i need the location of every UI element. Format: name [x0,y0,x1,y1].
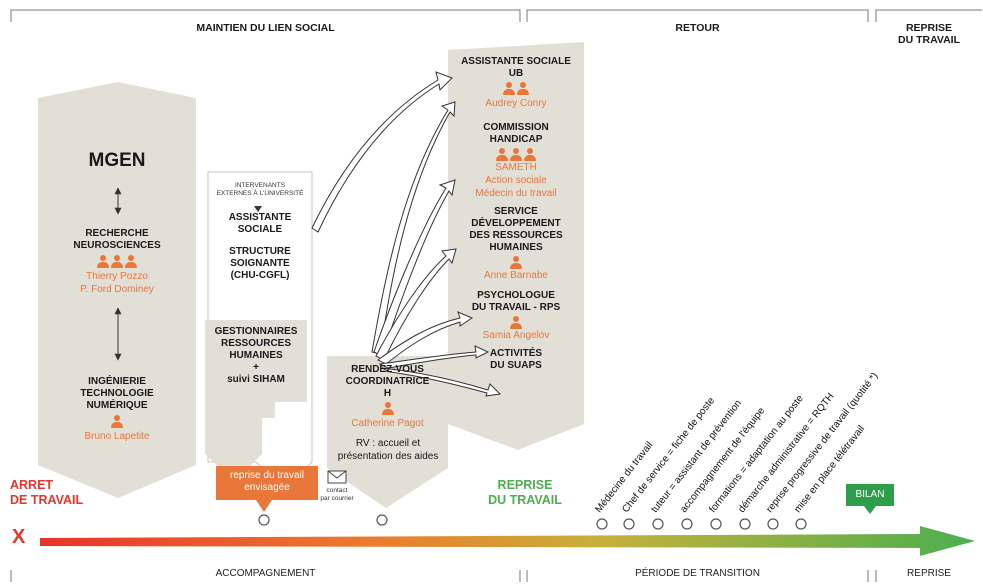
retour-content: ASSISTANTE SOCIALE UB Audrey Conry COMMI… [448,56,584,372]
assistante-ub-1: ASSISTANTE SOCIALE [461,56,571,67]
activites-1: ACTIVITÉS [489,348,543,359]
timeline-bar [40,526,975,556]
reprise-envisagee-1: reprise du travail [230,470,304,481]
commission-1: COMMISSION [483,122,549,133]
service-2: DÉVELOPPEMENT [471,218,561,229]
externes-content: INTERVENANTS EXTERNES À L'UNIVERSITÉ ASS… [208,182,312,282]
recherche-person-2: P. Ford Dominey [80,284,154,295]
psychologue-person: Samia Angelov [482,330,550,341]
externes-intro-1: INTERVENANTS [234,182,286,189]
ingenierie-person-icon [38,415,196,428]
reprise-travail-2: DU TRAVAIL [488,493,562,507]
timeline-markers [258,514,807,530]
header-retour: RETOUR [675,22,720,34]
flow-arrows [311,71,502,397]
bilan-label: BILAN [855,489,885,500]
externes-structure-3: (CHU-CGFL) [230,270,290,281]
gestionnaires-tail [205,402,262,482]
rdv-desc: RV : accueil et présentation des aides [318,437,458,463]
gestionnaires-content: GESTIONNAIRES RESSOURCES HUMAINES + suiv… [205,326,307,386]
gestionnaires-line4: + [253,362,259,373]
x-mark: X [12,526,26,548]
rdv-desc-2: présentation des aides [337,451,439,462]
rdv-person: Catherine Pagot [351,418,424,429]
psychologue-2: DU TRAVAIL - RPS [471,302,561,313]
service-person: Anne Barnabe [484,270,548,281]
reprise-envisagee-callout [216,466,318,512]
reprise-envisagee-2: envisagée [244,482,290,493]
gestionnaires-line5: suivi SIHAM [227,374,285,385]
externes-intro-2: EXTERNES À L'UNIVERSITÉ [216,190,304,197]
externes-assistante-2: SOCIALE [237,224,283,235]
header-reprise-line1: REPRISE [905,22,953,34]
commission-2: HANDICAP [489,134,543,145]
commission-action: Action sociale [485,175,547,186]
recherche-people-icon [38,255,196,268]
rdv-title-1: RENDEZ-VOUS [351,364,424,375]
header-reprise-line2: DU TRAVAIL [897,34,961,46]
ingenierie-line1: INGÉNIERIE [88,376,146,387]
arret-label: ARRET DE TRAVAIL [10,478,83,508]
recherche-line2: NEUROSCIENCES [73,240,161,251]
commission-icon [448,148,584,161]
assistante-ub-icon [448,82,584,95]
header-maintien: MAINTIEN DU LIEN SOCIAL [196,22,335,34]
gestionnaires-line2: RESSOURCES [220,338,291,349]
service-4: HUMAINES [489,242,543,253]
retour-panel [448,42,584,450]
reprise-travail-1: REPRISE [497,478,553,492]
contact-line2: par courrier [320,495,354,502]
rdv-person-icon [327,402,448,415]
reprise-envisagee-label: reprise du travail envisagée [216,470,318,494]
section-frames [10,9,982,582]
bilan-callout [846,484,894,514]
service-3: DES RESSOURCES [469,230,563,241]
reprise-travail-label: REPRISE DU TRAVAIL [470,478,580,508]
ingenierie-block: INGÉNIERIE TECHNOLOGIE NUMÉRIQUE Bruno L… [38,376,196,443]
mgen-panel [38,82,196,498]
externes-structure-2: SOIGNANTE [230,258,290,269]
externes-assistante-1: ASSISTANTE [228,212,292,223]
mgen-content: MGEN [38,150,196,172]
assistante-ub-person: Audrey Conry [485,98,547,109]
externes-structure-1: STRUCTURE [229,246,291,257]
commission-medecin: Médecin du travail [475,188,557,199]
gestionnaires-line3: HUMAINES [229,350,283,361]
recherche-block: RECHERCHE NEUROSCIENCES Thierry Pozzo P.… [38,228,196,296]
ingenierie-line3: NUMÉRIQUE [86,400,148,411]
mail-icon [327,470,347,484]
arret-line2: DE TRAVAIL [10,493,84,507]
contact-line1: contact [326,487,348,494]
mgen-title: MGEN [88,150,146,171]
gestionnaires-line1: GESTIONNAIRES [214,326,298,337]
psychologue-icon [448,316,584,329]
gestionnaires-panel [205,320,307,418]
psychologue-1: PSYCHOLOGUE [477,290,555,301]
service-1: SERVICE [494,206,538,217]
rdv-title-2: COORDINATRICE [345,376,430,387]
service-icon [448,256,584,269]
activites-2: DU SUAPS [490,360,542,371]
header-reprise: REPRISE DU TRAVAIL [876,22,982,46]
rdv-content: RENDEZ-VOUS COORDINATRICE H Catherine Pa… [327,364,448,430]
arret-line1: ARRET [10,478,54,492]
ingenierie-line2: TECHNOLOGIE [80,388,154,399]
rdv-desc-1: RV : accueil et [355,438,421,449]
footer-accompagnement: ACCOMPAGNEMENT [215,568,316,579]
rdv-title-3: H [383,388,392,399]
recherche-line1: RECHERCHE [85,228,149,239]
rdv-panel [327,356,448,508]
assistante-ub-2: UB [508,68,524,79]
contact-label: contact par courrier [315,487,359,503]
footer-reprise: REPRISE [907,568,951,579]
footer-transition: PÉRIODE DE TRANSITION [635,568,760,579]
externes-down-marker [254,206,262,212]
recherche-person-1: Thierry Pozzo [86,271,148,282]
ingenierie-person-1: Bruno Lapetite [84,431,150,442]
commission-sameth: SAMETH [495,162,537,173]
